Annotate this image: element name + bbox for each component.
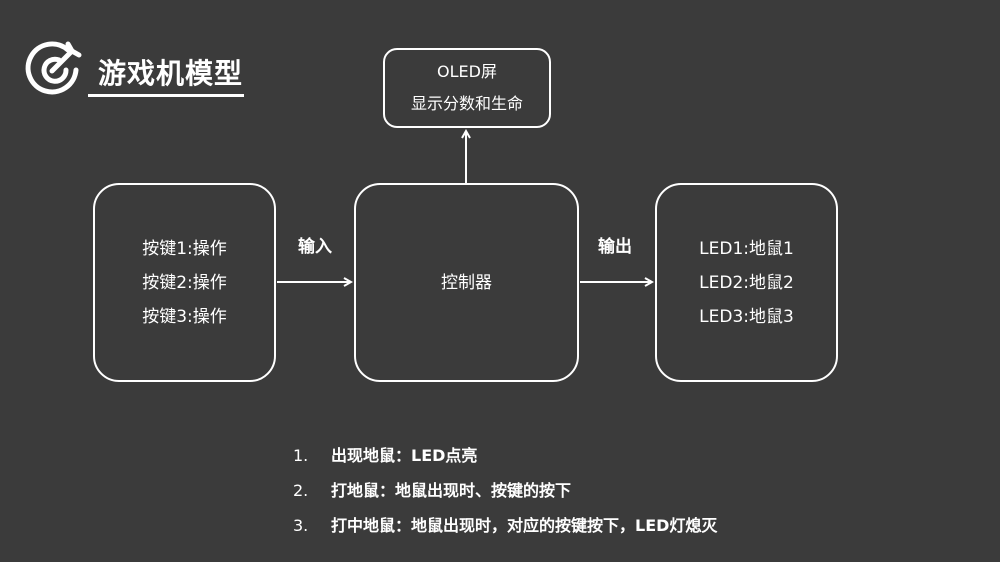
note-number: 2. [293,481,309,500]
controller-box: 控制器 [354,183,579,382]
title-underline [88,94,244,97]
controller-label: 控制器 [441,272,492,293]
note-text: 打中地鼠：地鼠出现时，对应的按键按下，LED灯熄灭 [331,516,718,535]
note-item: 2. 打地鼠：地鼠出现时、按键的按下 [293,473,717,508]
input-label: 输入 [298,237,332,257]
oled-label: OLED屏 [437,62,497,81]
note-number: 3. [293,516,309,535]
led-item: LED1:地鼠1 [699,238,794,259]
keys-box: 按键1:操作 按键2:操作 按键3:操作 [93,183,276,382]
page-title: 游戏机模型 [98,57,244,90]
notes-list: 1. 出现地鼠：LED点亮 2. 打地鼠：地鼠出现时、按键的按下 3. 打中地鼠… [293,438,717,543]
key-item: 按键1:操作 [142,238,227,259]
target-arrow-icon [22,36,88,102]
key-item: 按键2:操作 [142,272,227,293]
led-item: LED3:地鼠3 [699,306,794,327]
note-text: 打地鼠：地鼠出现时、按键的按下 [331,481,572,500]
note-text: 出现地鼠：LED点亮 [331,446,478,465]
led-item: LED2:地鼠2 [699,272,794,293]
oled-description: 显示分数和生命 [410,94,523,113]
key-item: 按键3:操作 [142,306,227,327]
leds-box: LED1:地鼠1 LED2:地鼠2 LED3:地鼠3 [655,183,838,382]
output-label: 输出 [598,237,632,257]
note-item: 1. 出现地鼠：LED点亮 [293,438,717,473]
oled-box: OLED屏 显示分数和生命 [383,48,551,128]
note-number: 1. [293,446,309,465]
note-item: 3. 打中地鼠：地鼠出现时，对应的按键按下，LED灯熄灭 [293,508,717,543]
